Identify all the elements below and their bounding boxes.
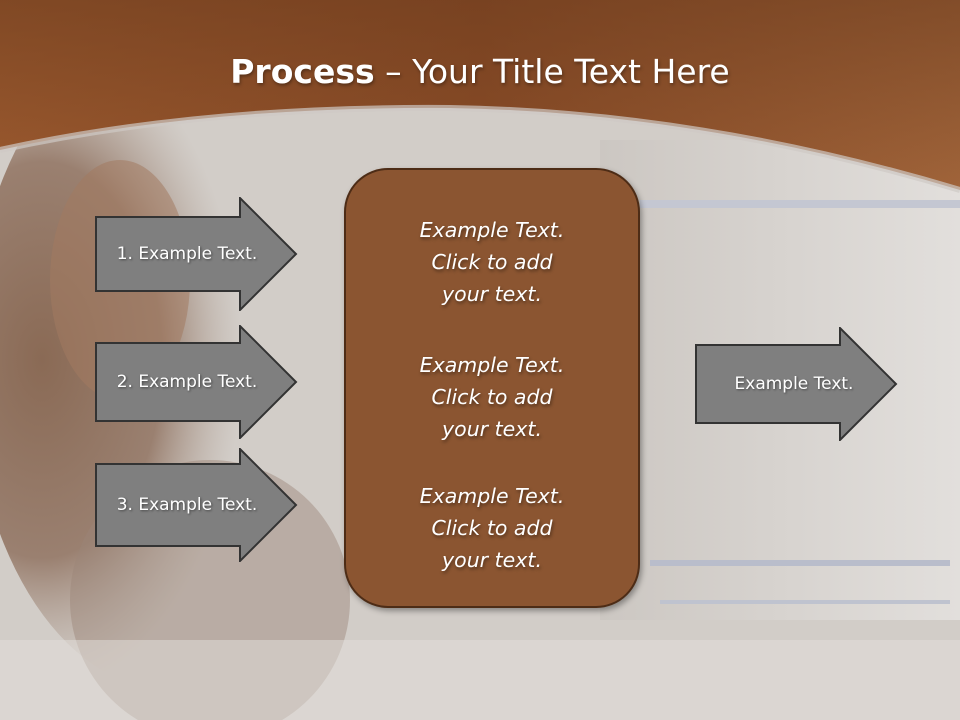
slide-title: Process – Your Title Text Here [0, 52, 960, 91]
center-paragraph-1-line-1: Example Text. [419, 218, 565, 242]
left-arrow-2[interactable]: 2. Example Text. [94, 325, 298, 439]
center-paragraph-1-line-2: Click to add [431, 250, 553, 274]
right-arrow-label: Example Text. [734, 374, 854, 394]
title-rest: – Your Title Text Here [374, 52, 730, 91]
center-paragraph-2-line-1: Example Text. [419, 353, 565, 377]
left-arrow-3-label: 3. Example Text. [116, 495, 258, 515]
center-paragraph-3-line-1: Example Text. [419, 484, 565, 508]
center-paragraph-2-line-3: your text. [442, 417, 542, 441]
center-text-box[interactable]: Example Text. Click to add your text. Ex… [344, 168, 640, 608]
left-arrow-1-label: 1. Example Text. [116, 244, 258, 264]
center-paragraph-3-line-3: your text. [442, 548, 542, 572]
center-paragraph-3-line-2: Click to add [431, 516, 553, 540]
left-arrow-1[interactable]: 1. Example Text. [94, 197, 298, 311]
center-paragraph-2: Example Text. Click to add your text. [346, 349, 638, 445]
right-arrow[interactable]: Example Text. [694, 327, 898, 441]
center-paragraph-2-line-2: Click to add [431, 385, 553, 409]
title-bold: Process [230, 52, 375, 91]
center-paragraph-1-line-3: your text. [442, 282, 542, 306]
center-paragraph-3: Example Text. Click to add your text. [346, 480, 638, 576]
center-paragraph-1: Example Text. Click to add your text. [346, 214, 638, 310]
left-arrow-3[interactable]: 3. Example Text. [94, 448, 298, 562]
left-arrow-2-label: 2. Example Text. [116, 372, 258, 392]
